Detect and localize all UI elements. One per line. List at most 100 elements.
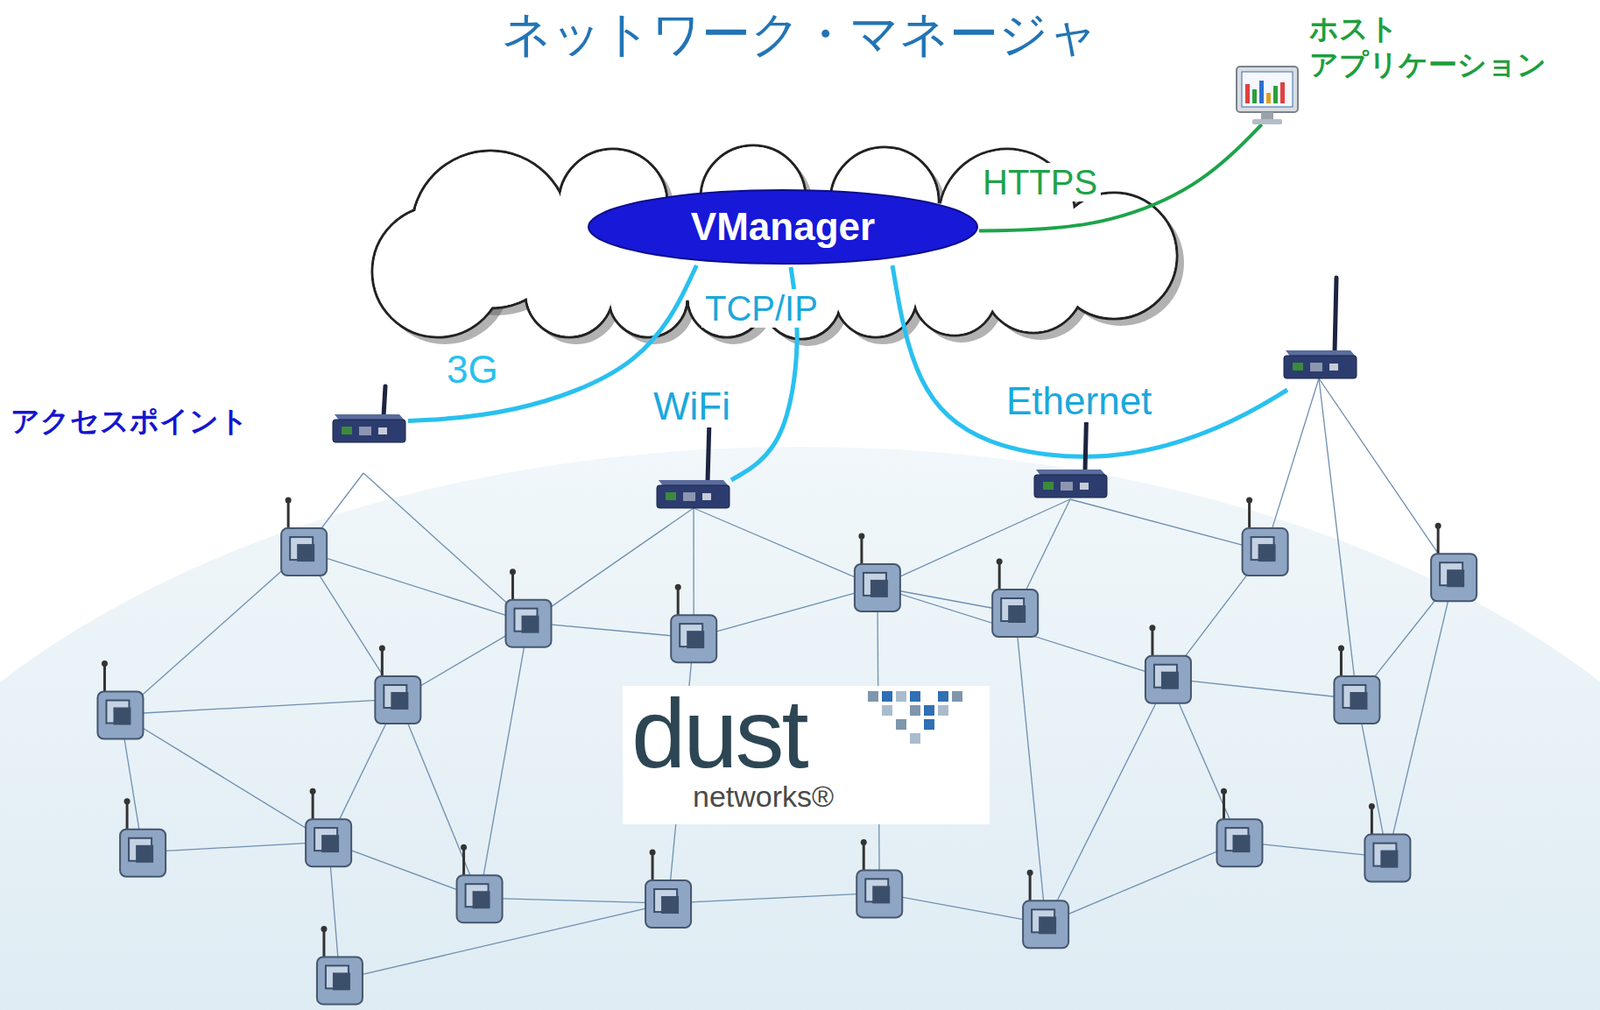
logo-dot [909,690,921,702]
mote-chip-core [1232,834,1250,853]
mote-antenna-tip [1435,522,1442,529]
cloud [372,145,1185,346]
ap-port [1043,481,1054,490]
node-label: ホスト アプリケーション [1309,10,1572,84]
access-point-icon [656,420,730,508]
mote-chip-core [112,707,131,726]
ap-port [341,426,353,435]
mote-chip-core [1258,543,1276,562]
mesh-link [693,586,878,638]
node-label: VManager [690,204,875,249]
access-point: アクセスポイント [10,382,409,445]
mote-chip-core [135,845,154,863]
mote-antenna [1247,500,1251,529]
mesh-link [303,550,529,623]
mote-antenna [311,790,315,819]
chart-bar [1280,82,1285,104]
mote-body [374,676,421,724]
node-label: アクセスポイント [10,401,249,442]
mote-antenna [511,571,515,600]
logo-dot [909,733,921,744]
mote-body [505,599,551,648]
mote-antenna-tip [460,844,467,851]
mesh-link [363,472,529,623]
mote-chip-core [296,543,315,562]
mesh-link [1265,378,1319,551]
mote [317,925,363,1005]
logo-dots [867,690,982,762]
mote-antenna [287,500,290,529]
mesh-link [119,714,329,843]
mote-antenna [1339,648,1343,677]
antenna [383,386,386,416]
cloud-fill [373,147,1177,339]
ap-body [332,419,406,443]
mote-antenna [1437,525,1440,554]
mote [1364,803,1410,882]
mote-body [1333,676,1380,724]
ap-port [665,492,677,501]
mote-antenna [322,928,325,957]
ap-port [1060,481,1073,491]
mote [1430,522,1477,602]
mote-antenna-tip [1338,645,1345,652]
mote-antenna [651,852,655,881]
mote-chip-core [1007,605,1026,623]
mote-antenna-tip [1027,869,1034,876]
mote-antenna-tip [310,788,317,795]
chart-bar [1259,80,1264,104]
mote [1022,869,1069,949]
logo-dot [867,690,879,702]
mote-antenna [862,841,866,870]
mesh-link [528,622,694,638]
mote-antenna [1150,627,1154,656]
mote-body [1216,818,1262,867]
logo-dot [881,690,893,702]
mote-antenna [1370,806,1374,835]
logo-dot [895,690,907,702]
mote-antenna [103,663,106,692]
mote-chip-core [686,630,705,649]
access-point-icon [329,347,409,445]
mesh-link [1318,378,1357,699]
mote-body [1022,900,1069,948]
mesh-link [1070,499,1266,551]
mote-antenna-tip [101,660,108,667]
mote-antenna-tip [858,532,865,539]
mesh-links [119,378,1454,980]
mote-body [1145,655,1192,704]
mote-body [457,874,503,923]
mote-antenna-tip [509,568,516,575]
mesh-link [479,897,670,903]
mesh-link [339,902,669,980]
mote [1333,645,1380,725]
ap-port [1292,362,1304,371]
mote-antenna [462,846,466,875]
mote-antenna [676,586,680,615]
mote-body [1242,528,1289,576]
access-points [656,277,1357,508]
mote [457,844,503,924]
mesh-link [879,892,1046,924]
mesh-link [877,586,1169,679]
mote [1242,497,1289,577]
mote [305,788,352,867]
mote [992,558,1038,638]
ap-body [1034,474,1107,498]
mote-antenna [998,561,1001,590]
mesh-link [668,892,880,903]
mote-antenna [1029,872,1032,901]
mote-chip-core [1161,671,1179,690]
mote-body [1364,834,1410,882]
ap-port [378,427,388,435]
mote-chip-core [472,890,491,909]
mesh-link [479,622,529,899]
link-label: Ethernet [1002,380,1156,423]
edge-label: 3G [443,348,502,391]
mote [374,645,421,725]
mote-body [854,563,901,612]
link-label: TCP/IP [701,288,822,328]
mesh-link [142,841,329,853]
logo-dot [909,704,921,716]
